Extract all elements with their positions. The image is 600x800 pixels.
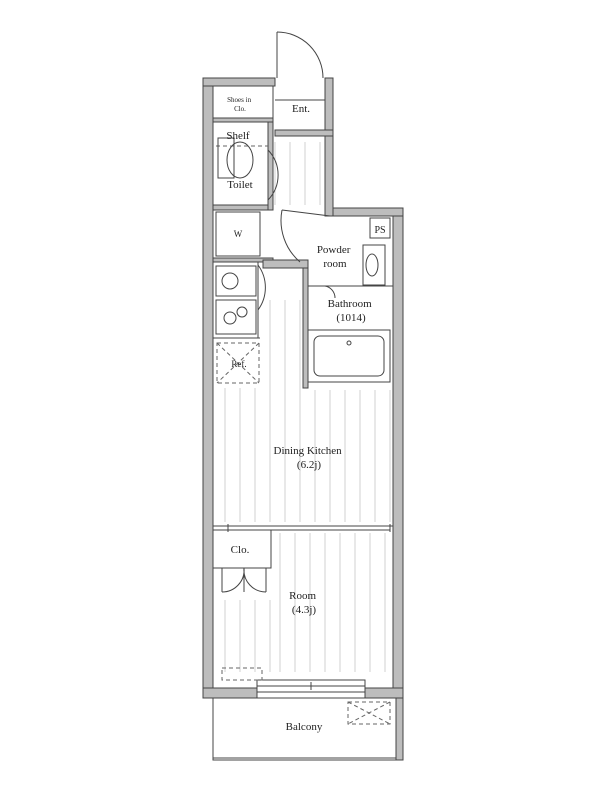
room-label: Room (4.3j): [289, 590, 319, 616]
bath-block: [262, 209, 393, 389]
entrance-area: [212, 85, 274, 130]
balcony-window: [221, 667, 366, 693]
washer-label: W: [234, 229, 243, 239]
kitchen-fixtures: [212, 211, 274, 339]
refrigerator-space: [216, 342, 260, 384]
powder-room-label: Powder room: [317, 244, 353, 270]
entrance-door: [275, 31, 325, 101]
balcony-label: Balcony: [286, 721, 323, 733]
floor-grain: [224, 142, 391, 672]
closet: [212, 529, 272, 593]
toilet-room: [212, 121, 279, 211]
dining-kitchen-label: Dining Kitchen (6.2j): [274, 445, 345, 471]
pipe-space-label: PS: [374, 225, 385, 236]
partition: [213, 524, 393, 532]
balcony: [212, 697, 404, 761]
shelf-label: Shelf: [226, 130, 250, 142]
entrance-label: Ent.: [292, 103, 310, 115]
bathroom-label: Bathroom (1014): [328, 298, 375, 324]
outer-walls: [202, 77, 404, 699]
toilet-label: Toilet: [227, 179, 253, 191]
refrigerator-label: Ref.: [231, 359, 246, 369]
closet-label: Clo.: [231, 544, 250, 556]
shoes-closet-label: Shoes in Clo.: [227, 96, 253, 113]
